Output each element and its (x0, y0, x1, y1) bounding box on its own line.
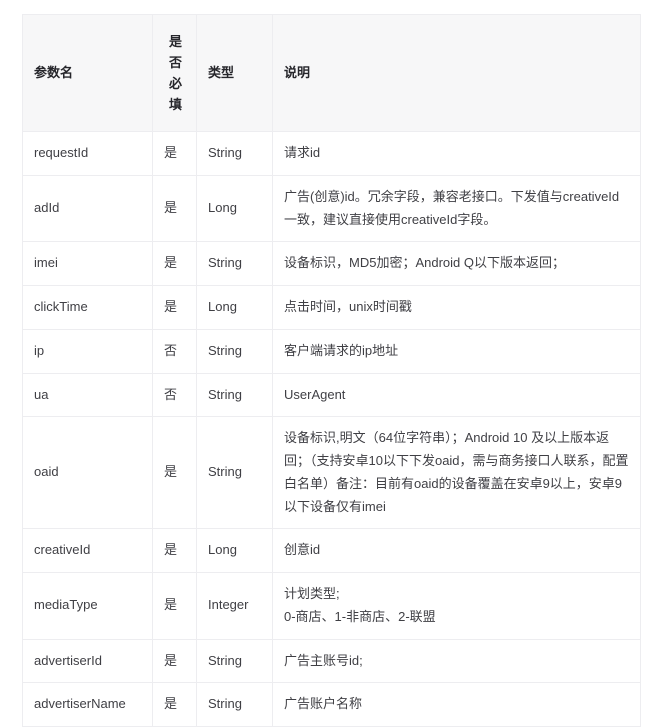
cell-description-line: 客户端请求的ip地址 (284, 342, 399, 358)
table-header: 参数名 是否必填 类型 说明 (22, 14, 641, 132)
cell-description-line: 广告(创意)id。冗余字段，兼容老接口。下发值与creativeId一致，建议直… (284, 188, 620, 227)
cell-param-name: creativeId (22, 528, 153, 573)
cell-param-name: advertiserName (22, 682, 153, 727)
cell-description-line: 广告账户名称 (284, 696, 363, 712)
column-header-description-label: 说明 (284, 64, 311, 80)
cell-description-line: 请求id (284, 145, 321, 160)
cell-required: 是 (152, 682, 197, 727)
cell-type: String (196, 416, 273, 530)
cell-description-line: UserAgent (284, 386, 346, 402)
cell-description-line: 点击时间，unix时间戳 (284, 299, 412, 314)
cell-param-name: clickTime (22, 285, 153, 330)
cell-type: String (196, 373, 273, 418)
cell-description: 创意id (272, 528, 641, 573)
cell-required: 是 (152, 572, 197, 640)
cell-param-name: advertiserId (22, 639, 153, 684)
cell-description: 广告主账号id; (272, 639, 641, 684)
table-header-row: 参数名 是否必填 类型 说明 (22, 14, 641, 132)
cell-param-name: adId (22, 175, 153, 243)
column-header-param-name-label: 参数名 (34, 64, 74, 80)
cell-type: Integer (196, 572, 273, 640)
column-header-type-label: 类型 (208, 64, 235, 80)
cell-description: 广告账户名称 (272, 682, 641, 727)
cell-required: 否 (152, 373, 197, 418)
cell-param-name: imei (22, 241, 153, 286)
cell-description: 请求id (272, 131, 641, 176)
cell-param-name: oaid (22, 416, 153, 530)
cell-description-line: 计划类型; (284, 586, 340, 601)
column-header-required-label: 是否必填 (169, 33, 183, 113)
cell-required: 是 (152, 285, 197, 330)
cell-description: UserAgent (272, 373, 641, 418)
cell-type: Long (196, 175, 273, 243)
cell-type: String (196, 241, 273, 286)
cell-type: Long (196, 528, 273, 573)
column-header-required: 是否必填 (152, 14, 197, 132)
cell-type: String (196, 131, 273, 176)
column-header-description: 说明 (272, 14, 641, 132)
cell-required: 是 (152, 241, 197, 286)
cell-description: 设备标识，MD5加密；Android Q以下版本返回； (272, 241, 641, 286)
cell-required: 是 (152, 639, 197, 684)
cell-type: String (196, 329, 273, 374)
cell-description-line: 0-商店、1-非商店、2-联盟 (284, 608, 436, 624)
cell-type: Long (196, 285, 273, 330)
cell-description: 点击时间，unix时间戳 (272, 285, 641, 330)
cell-description-line: 创意id (284, 542, 321, 558)
cell-type: String (196, 639, 273, 684)
column-header-param-name: 参数名 (22, 14, 153, 132)
cell-type: String (196, 682, 273, 727)
cell-required: 是 (152, 528, 197, 573)
cell-description-line: 设备标识,明文（64位字符串）；Android 10 及以上版本返回；（支持安卓… (284, 430, 629, 514)
column-header-type: 类型 (196, 14, 273, 132)
cell-required: 否 (152, 329, 197, 374)
cell-required: 是 (152, 175, 197, 243)
cell-description-line: 设备标识，MD5加密；Android Q以下版本返回； (284, 255, 565, 271)
cell-description: 广告(创意)id。冗余字段，兼容老接口。下发值与creativeId一致，建议直… (272, 175, 641, 243)
cell-description: 计划类型; 0-商店、1-非商店、2-联盟 (272, 572, 641, 640)
cell-param-name: ua (22, 373, 153, 418)
cell-required: 是 (152, 416, 197, 530)
cell-param-name: requestId (22, 131, 153, 176)
cell-description-line: 广告主账号id; (284, 652, 363, 668)
cell-description: 设备标识,明文（64位字符串）；Android 10 及以上版本返回；（支持安卓… (272, 416, 641, 530)
cell-param-name: mediaType (22, 572, 153, 640)
cell-description: 客户端请求的ip地址 (272, 329, 641, 374)
cell-required: 是 (152, 131, 197, 176)
cell-param-name: ip (22, 329, 153, 374)
